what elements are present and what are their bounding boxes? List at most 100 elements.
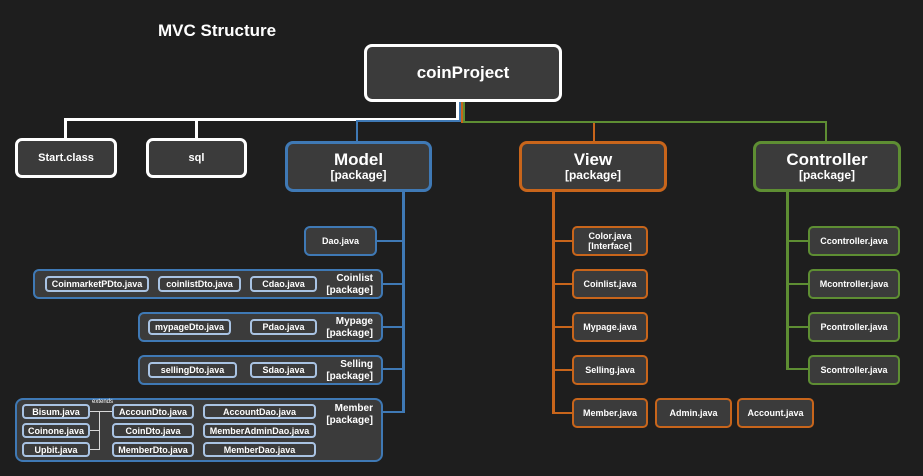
mypage-package-label: Mypage [package] [326, 316, 373, 340]
start-class-node[interactable]: Start.class [15, 138, 117, 178]
member-package-name: Member [334, 403, 373, 414]
model-branch-mypage [382, 326, 404, 328]
selling-item-label: sellingDto.java [160, 365, 225, 375]
mypage-package-tag: [package] [326, 328, 373, 339]
mypage-item-mypagedto[interactable]: mypageDto.java [148, 319, 231, 335]
controller-item-label: Mcontroller.java [819, 278, 889, 289]
view-member-node[interactable]: Member.java [572, 398, 648, 428]
controller-trunk [786, 192, 789, 369]
model-trunk [402, 192, 405, 413]
controller-p-node[interactable]: Pcontroller.java [808, 312, 900, 342]
member-package-box: Bisum.java Coinone.java Upbit.java exten… [15, 398, 383, 462]
member-item-label: MemberAdminDao.java [209, 425, 310, 436]
member-item-coinone[interactable]: Coinone.java [22, 423, 90, 438]
member-item-memberdto[interactable]: MemberDto.java [112, 442, 194, 457]
view-item-label: Mypage.java [583, 321, 637, 332]
view-branch-coinlist [552, 283, 572, 285]
view-trunk [552, 192, 555, 414]
view-admin-node[interactable]: Admin.java [655, 398, 732, 428]
coinlist-package-tag: [package] [326, 285, 373, 296]
member-item-label: MemberDao.java [223, 444, 296, 455]
member-item-label: AccounDto.java [118, 406, 187, 417]
view-mypage-node[interactable]: Mypage.java [572, 312, 648, 342]
controller-subtitle: [package] [798, 168, 856, 183]
member-item-coindto[interactable]: CoinDto.java [112, 423, 194, 438]
start-drop [64, 118, 67, 138]
member-item-accoundto[interactable]: AccounDto.java [112, 404, 194, 419]
view-item-label: Selling.java [585, 364, 635, 375]
model-branch-member [382, 411, 404, 413]
controller-item-label: Pcontroller.java [820, 321, 888, 332]
selling-package-box: sellingDto.java Sdao.java Selling [packa… [138, 355, 383, 385]
coinlist-item-coinlistdto[interactable]: coinlistDto.java [158, 276, 241, 292]
controller-package-node[interactable]: Controller [package] [753, 141, 901, 192]
coinlist-item-label: Cdao.java [262, 279, 305, 289]
root-label: coinProject [416, 63, 510, 83]
coinlist-item-coinmarketpdto[interactable]: CoinmarketPDto.java [45, 276, 149, 292]
member-item-label: MemberDto.java [118, 444, 188, 455]
view-branch-selling [552, 369, 572, 371]
view-item-label: Coinlist.java [583, 278, 637, 289]
sql-node[interactable]: sql [146, 138, 247, 178]
member-item-label: Upbit.java [34, 444, 78, 455]
controller-c-node[interactable]: Ccontroller.java [808, 226, 900, 256]
view-color-label: Color.java [588, 230, 632, 241]
coinlist-item-cdao[interactable]: Cdao.java [250, 276, 317, 292]
controller-title: Controller [786, 149, 868, 169]
controller-s-node[interactable]: Scontroller.java [808, 355, 900, 385]
member-item-memberadmindao[interactable]: MemberAdminDao.java [203, 423, 316, 438]
member-item-upbit[interactable]: Upbit.java [22, 442, 90, 457]
blue-horizontal [356, 120, 461, 122]
coinlist-package-box: CoinmarketPDto.java coinlistDto.java Cda… [33, 269, 383, 299]
green-horizontal [463, 121, 827, 123]
selling-item-sdao[interactable]: Sdao.java [250, 362, 317, 378]
controller-m-node[interactable]: Mcontroller.java [808, 269, 900, 299]
view-selling-node[interactable]: Selling.java [572, 355, 648, 385]
member-item-accountdao[interactable]: AccountDao.java [203, 404, 316, 419]
controller-branch-c [786, 240, 808, 242]
controller-branch-s [786, 368, 808, 370]
member-item-label: Coinone.java [27, 425, 84, 436]
model-branch-selling [382, 368, 404, 370]
white-horizontal [64, 118, 459, 121]
view-title: View [573, 149, 613, 169]
extends-connector [90, 430, 99, 431]
model-branch-coinlist [382, 283, 404, 285]
member-package-tag: [package] [326, 415, 373, 426]
root-node[interactable]: coinProject [364, 44, 562, 102]
member-item-label: Bisum.java [32, 406, 80, 417]
start-class-label: Start.class [38, 151, 94, 164]
model-package-node[interactable]: Model [package] [285, 141, 432, 192]
root-stem-orange [461, 101, 463, 123]
member-item-memberdao[interactable]: MemberDao.java [203, 442, 316, 457]
coinlist-item-label: coinlistDto.java [166, 279, 233, 289]
coinlist-package-label: Coinlist [package] [326, 273, 373, 297]
diagram-title: MVC Structure [158, 21, 277, 40]
model-subtitle: [package] [330, 168, 387, 183]
selling-item-sellingdto[interactable]: sellingDto.java [148, 362, 237, 378]
member-item-bisum[interactable]: Bisum.java [22, 404, 90, 419]
view-account-node[interactable]: Account.java [737, 398, 814, 428]
controller-branch-p [786, 326, 808, 328]
mypage-package-name: Mypage [335, 316, 373, 327]
extends-label: extends [92, 399, 114, 405]
mypage-item-pdao[interactable]: Pdao.java [250, 319, 317, 335]
view-coinlist-node[interactable]: Coinlist.java [572, 269, 648, 299]
selling-package-label: Selling [package] [326, 359, 373, 383]
model-dao-node[interactable]: Dao.java [304, 226, 377, 256]
mypage-package-box: mypageDto.java Pdao.java Mypage [package… [138, 312, 383, 342]
view-branch-mypage [552, 326, 572, 328]
member-item-label: CoinDto.java [125, 425, 181, 436]
view-color-node[interactable]: Color.java [Interface] [572, 226, 648, 256]
extends-connector [99, 411, 100, 450]
selling-package-name: Selling [340, 359, 373, 370]
model-branch-dao [376, 240, 404, 242]
controller-drop [825, 121, 827, 142]
controller-item-label: Scontroller.java [820, 364, 888, 375]
view-package-node[interactable]: View [package] [519, 141, 667, 192]
model-drop [356, 120, 358, 142]
view-item-label: Member.java [582, 407, 638, 418]
coinlist-package-name: Coinlist [336, 273, 373, 284]
controller-item-label: Ccontroller.java [820, 235, 888, 246]
